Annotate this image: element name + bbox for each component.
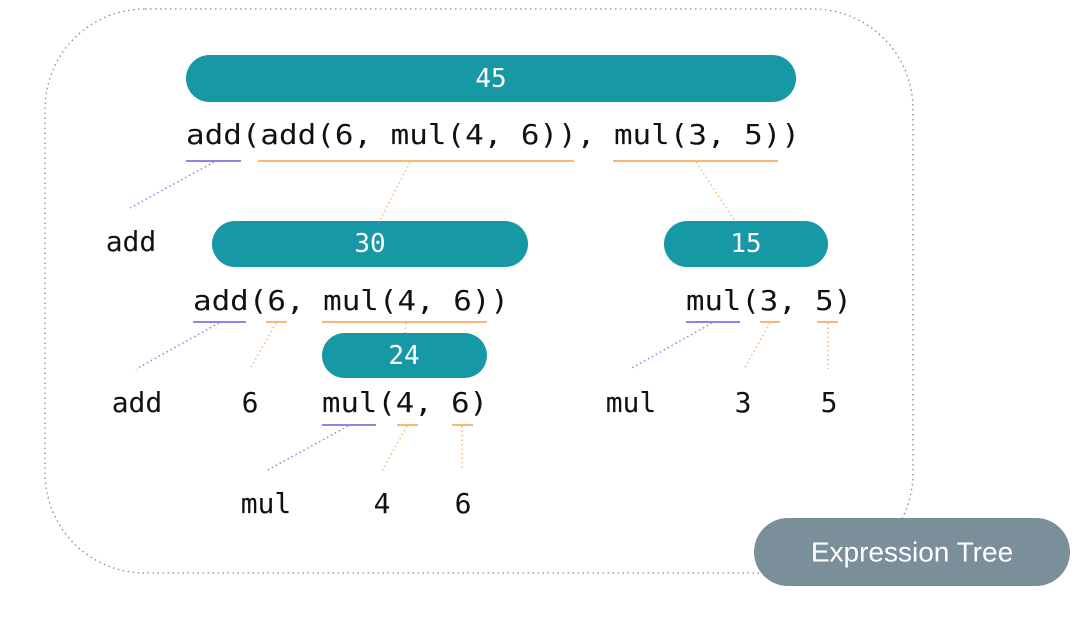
leaf-operator: add <box>112 386 163 419</box>
edge <box>695 161 738 225</box>
leaf-operand: 4 <box>374 487 391 520</box>
expression-mul-4-6: mul(4, 6) <box>322 386 488 419</box>
edge <box>404 322 407 335</box>
leaf-operator: mul <box>241 487 292 520</box>
value-mul-4-6: 24 <box>388 341 419 371</box>
expression-tree-badge <box>754 518 1070 586</box>
value-add-node: 30 <box>354 229 385 259</box>
leaf-operand: 3 <box>735 386 752 419</box>
edge <box>743 322 771 370</box>
edge <box>129 161 215 209</box>
leaf-operand: 6 <box>455 487 472 520</box>
badge-label: Expression Tree <box>811 537 1013 568</box>
value-mul-3-5: 15 <box>730 229 761 259</box>
leaf-operator: mul <box>606 386 657 419</box>
leaf-operand: 6 <box>242 386 259 419</box>
edge <box>249 322 277 370</box>
leaf-operand: 5 <box>821 386 838 419</box>
value-pill-add-node <box>212 221 528 267</box>
expression-mul-3-5: mul(3, 5) <box>686 284 852 317</box>
edge <box>377 161 411 225</box>
expression-add-node: add(6, mul(4, 6)) <box>193 284 509 317</box>
edge <box>265 425 349 472</box>
edge <box>135 322 220 370</box>
value-pill-mul-4-6 <box>322 333 487 378</box>
expression-root: add(add(6, mul(4, 6)), mul(3, 5)) <box>186 118 800 151</box>
edge <box>629 322 713 370</box>
value-pill-mul-3-5 <box>664 221 828 267</box>
edge <box>381 425 408 472</box>
value-root: 45 <box>475 64 506 94</box>
leaf-operator: add <box>106 225 157 258</box>
value-pill-root <box>186 55 796 102</box>
